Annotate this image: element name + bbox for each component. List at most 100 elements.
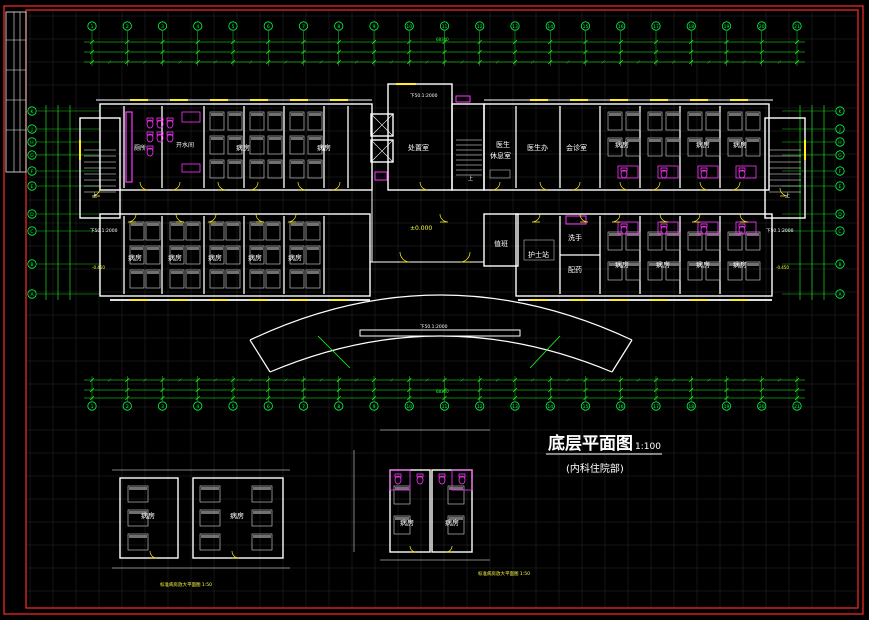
room-label-ward-b3: 病房: [208, 253, 222, 262]
bed: [129, 221, 145, 241]
wall-east-wing: [764, 117, 806, 219]
door-swing: [731, 181, 741, 191]
toilet-bowl: [620, 225, 628, 235]
axis-bubble-top: [510, 21, 520, 31]
bed-pillow: [689, 263, 701, 266]
dim-tick-sub: [354, 378, 359, 382]
elevator-x: [370, 113, 394, 137]
toilet-tank: [166, 117, 174, 122]
bed: [127, 533, 149, 551]
door-swing: [149, 550, 158, 559]
axis-bubble-row: [835, 259, 845, 269]
dim-tick-sub: [601, 60, 605, 64]
dim-tick-sub: [795, 60, 799, 64]
axis-bubble-bottom: [686, 401, 696, 411]
axis-bubble-bottom: [510, 401, 520, 411]
bed: [251, 485, 273, 503]
bed-pillow: [291, 161, 303, 164]
room-label-ward-tr2: 病房: [696, 140, 710, 149]
axis-label-top: 18: [688, 24, 694, 30]
toilet-bowl: [146, 119, 154, 129]
bed: [185, 245, 201, 265]
elevator-shaft-1: [370, 113, 394, 137]
axis-bubble-top: [616, 21, 626, 31]
dim-tick-sub: [442, 60, 447, 64]
door-swing: [331, 181, 341, 191]
bed-pillow: [649, 139, 661, 142]
dim-tick-sub: [742, 378, 746, 382]
axis-bubble-top: [404, 21, 414, 31]
bed: [625, 137, 641, 157]
bed-pillow: [707, 263, 719, 266]
bed: [289, 245, 305, 265]
detail-room-label-b: 病房: [230, 511, 244, 520]
bed-pillow: [147, 247, 159, 250]
bed: [745, 111, 761, 131]
axis-bubble-bottom: [87, 401, 97, 411]
bed: [225, 221, 241, 241]
wall-duty-room: [483, 213, 519, 267]
dim-tick-sub: [337, 378, 341, 382]
overall-dim-top: 68300: [436, 37, 449, 42]
water-heater: [181, 163, 201, 173]
door-swing: [231, 550, 240, 559]
bed-pillow: [227, 271, 239, 274]
axis-label-top: 16: [618, 24, 624, 30]
dim-tick-sub: [760, 378, 764, 382]
axis-label-bottom: 19: [724, 404, 730, 410]
axis-label-row: B: [30, 262, 33, 268]
bed: [647, 261, 663, 281]
dim-tick-sub: [671, 60, 676, 64]
axis-bubble-bottom: [475, 401, 485, 411]
dim-tick-sub: [566, 378, 570, 382]
dim-tick-sub: [372, 378, 376, 382]
ward-bath: [697, 165, 719, 179]
desk: [489, 169, 511, 179]
axis-label-row: G: [838, 153, 842, 159]
dim-tick-sub: [724, 378, 729, 382]
dim-tick-sub: [777, 378, 782, 382]
bed: [249, 135, 265, 155]
dim-tick-sub: [654, 60, 658, 64]
dim-tick-sub: [407, 60, 411, 64]
axis-bubble-bottom: [792, 401, 802, 411]
dim-tick-sub: [619, 60, 623, 64]
nurse-counter: [523, 239, 555, 261]
room-label-dispense: 配药: [568, 265, 582, 274]
bed-pillow: [251, 161, 263, 164]
bed: [705, 137, 721, 157]
toilet-bowl: [146, 133, 154, 143]
door-swing: [531, 213, 541, 223]
room-label-ward-tr3: 病房: [733, 140, 747, 149]
bed: [225, 269, 241, 289]
bed: [199, 533, 221, 551]
door-swing: [139, 181, 149, 191]
detail-ward-a: [119, 477, 179, 559]
axis-bubble-row: [27, 289, 37, 299]
dim-tick-sub: [301, 60, 306, 64]
axis-label-row: K: [839, 109, 843, 115]
bed-pillow: [309, 113, 321, 116]
axis-label-bottom: 20: [759, 404, 765, 410]
bed-pillow: [627, 139, 639, 142]
room-label-doctor-lounge-2: 休息室: [490, 151, 511, 160]
bed: [209, 159, 225, 179]
inner-frame-border: [25, 9, 859, 609]
bed-pillow: [251, 271, 263, 274]
axis-label-bottom: 3: [161, 404, 164, 410]
detail-room-label-c: 病房: [400, 518, 414, 527]
axis-bubble-row: [27, 181, 37, 191]
axis-label-row: F: [31, 169, 34, 175]
bed: [249, 269, 265, 289]
axis-bubble-row: [835, 166, 845, 176]
axis-bubble-top: [757, 21, 767, 31]
dim-tick-sub: [389, 378, 394, 382]
bed-pillow: [253, 511, 271, 514]
bed-pillow: [187, 247, 199, 250]
axis-bubble-top: [87, 21, 97, 31]
bed-pillow: [267, 247, 279, 250]
room-label-ward-br4: 病房: [733, 260, 747, 269]
dim-tick-sub: [178, 60, 182, 64]
dim-tick-sub: [636, 60, 641, 64]
